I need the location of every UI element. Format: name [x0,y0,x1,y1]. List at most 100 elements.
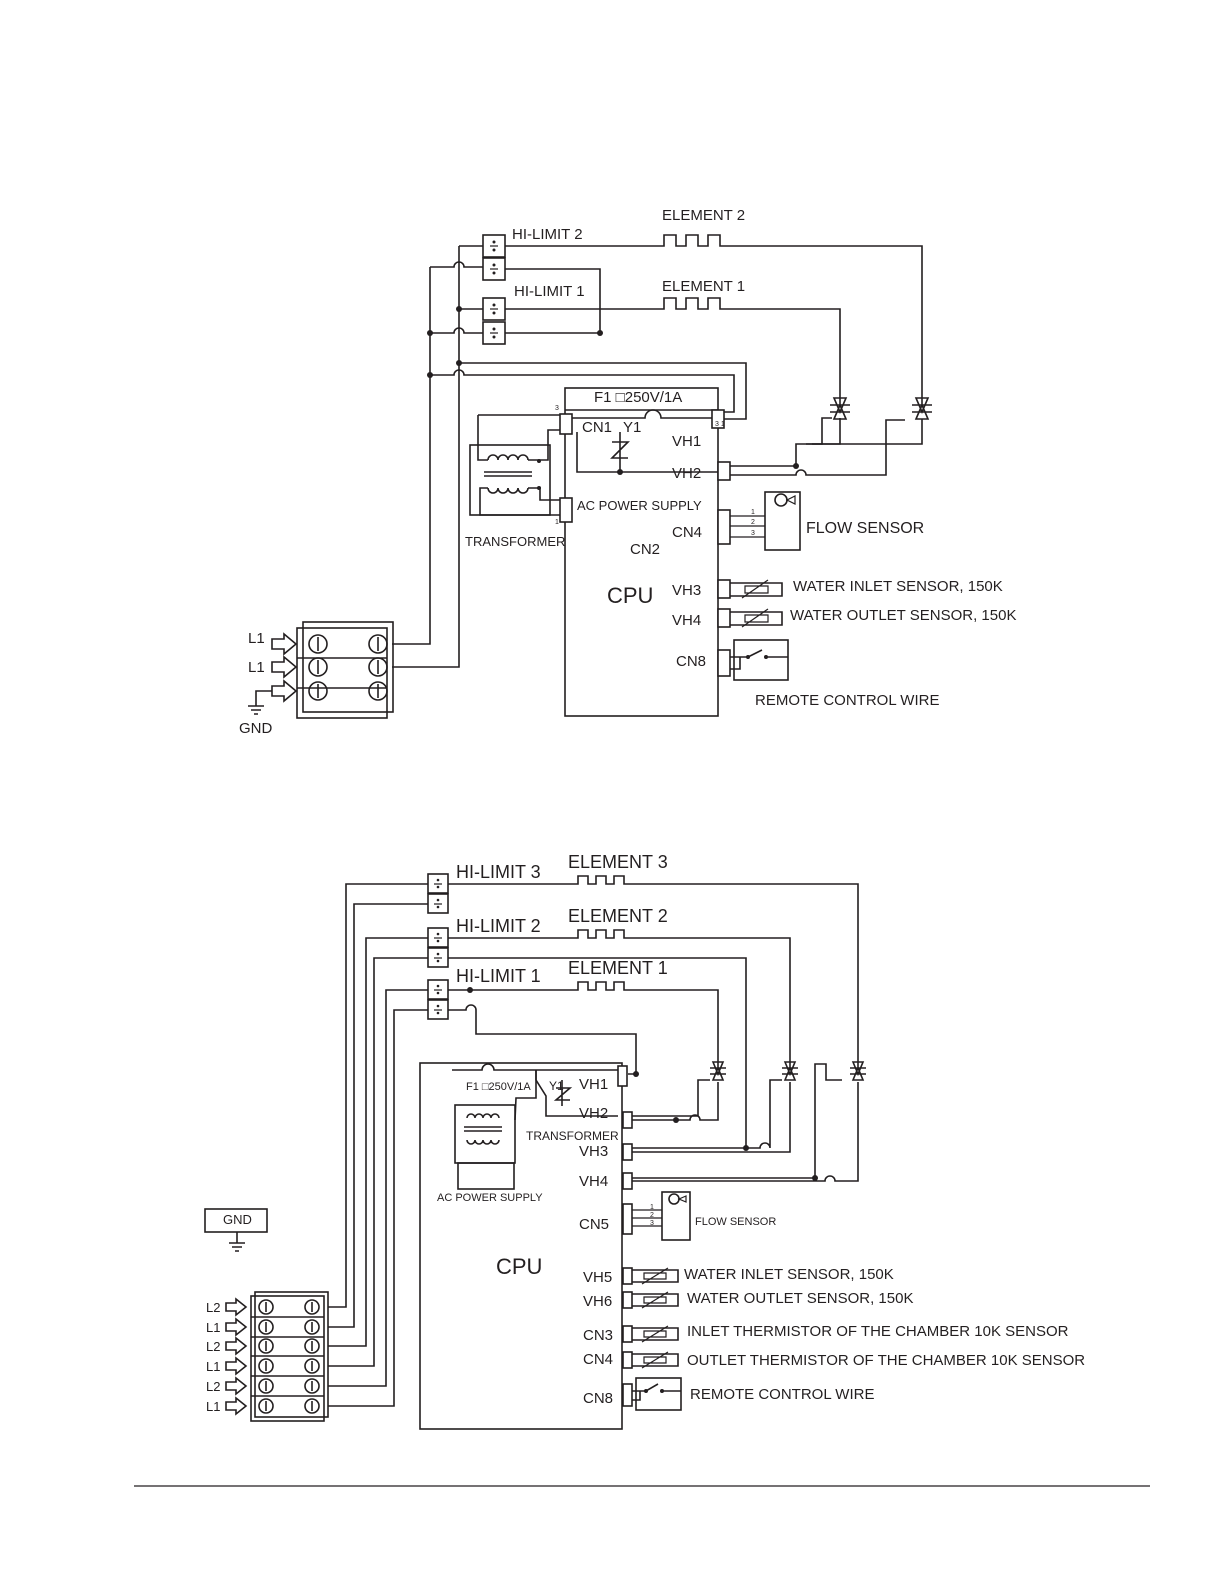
connector-top [711,409,725,429]
terminal-screw-2-2 [304,1319,320,1335]
cn5-label: CN5 [579,1216,609,1233]
inlet-thermistor-label: INLET THERMISTOR OF THE CHAMBER 10K SENS… [687,1323,1069,1340]
fuse-symbol [572,409,712,419]
terminal-label-4: L1 [206,1359,220,1374]
hi-limit-2-switch [427,927,449,968]
vh5-label: VH5 [583,1269,612,1286]
svg-text:3: 3 [751,530,755,537]
element-2-heater [448,929,791,1068]
fuse-label: F1 □250V/1A [594,389,682,406]
cn4-label: CN4 [672,524,702,541]
transformer-1 [469,414,560,516]
terminal-screw-3-2 [304,1338,320,1354]
svg-text:3 1: 3 1 [715,421,725,428]
flow-sensor [661,1191,691,1241]
cn1-connector [559,413,573,435]
triac-2 [782,1061,798,1081]
vh6-connector [622,1291,633,1309]
water-outlet-sensor-label: WATER OUTLET SENSOR, 150K [790,607,1016,624]
triac-1 [830,397,850,420]
terminal-arrow-2 [225,1317,248,1337]
element-1-heater [448,981,719,1068]
terminal-screw-6-2 [304,1398,320,1414]
cn8-label: CN8 [676,653,706,670]
svg-text:2: 2 [650,1212,654,1219]
terminal-screw-2-1 [258,1319,274,1335]
cn4-connector [717,509,731,545]
hi-limit-3-label: HI-LIMIT 3 [456,862,541,882]
remote-control-wire-label: REMOTE CONTROL WIRE [755,692,939,709]
outlet-thermistor-label: OUTLET THERMISTOR OF THE CHAMBER 10K SEN… [687,1352,1085,1369]
cn8-connector [717,649,731,677]
cn5-connector [622,1203,633,1235]
vh3-label: VH3 [579,1143,608,1160]
cn2-connector [559,497,573,523]
terminal-block-2 [250,1291,329,1422]
cn3-connector [622,1325,633,1343]
fuse-symbol [452,1063,618,1071]
terminal-screw-5-2 [304,1378,320,1394]
element-2-label: ELEMENT 2 [662,207,745,224]
element-1-heater [505,297,841,405]
vh2-label: VH2 [672,465,701,482]
y1-label: Y1 [549,1079,564,1093]
vh1-connector [617,1065,628,1087]
vh3-label: VH3 [672,582,701,599]
vh1-label: VH1 [579,1076,608,1093]
water-inlet-sensor-label: WATER INLET SENSOR, 150K [793,578,1003,595]
gnd-label-2: GND [223,1212,252,1227]
gnd-box [204,1208,268,1233]
element-2-label: ELEMENT 2 [568,906,668,926]
cpu-label: CPU [607,583,653,608]
transformer-label: TRANSFORMER [465,534,565,549]
terminal-label-5: L2 [206,1379,220,1394]
terminal-label-6: L1 [206,1399,220,1414]
svg-text:1: 1 [751,509,755,516]
terminal-l1-b: L1 [248,659,265,676]
vh4-label: VH4 [579,1173,608,1190]
svg-text:2: 2 [751,519,755,526]
remote-switch [733,639,789,681]
terminal-arrow-1 [225,1297,248,1317]
terminal-screw-4-1 [258,1358,274,1374]
terminal-arrow-5 [225,1376,248,1396]
remote-switch [635,1377,682,1411]
ac-power-supply-label: AC POWER SUPPLY [437,1192,543,1204]
vh4-connector [717,608,731,628]
vh4-label: VH4 [672,612,701,629]
triac-3 [850,1061,866,1081]
svg-text:1: 1 [650,1204,654,1211]
vh6-label: VH6 [583,1293,612,1310]
terminal-arrow-3 [225,1336,248,1356]
terminal-arrow-6 [225,1396,248,1416]
element-1-label: ELEMENT 1 [568,958,668,978]
cn4-label: CN4 [583,1351,613,1368]
flow-sensor-label: FLOW SENSOR [695,1216,776,1228]
diagram-1: HI-LIMIT 2 HI-LIMIT 1 ELEMENT 2 ELEMENT … [239,207,1016,737]
terminal-screw-6-1 [258,1398,274,1414]
vh1-label: VH1 [672,433,701,450]
element-2-heater [505,234,923,405]
terminal-l1-a: L1 [248,630,265,647]
triac-2 [912,397,932,420]
terminal-label-2: L1 [206,1320,220,1335]
terminal-screw-5-1 [258,1378,274,1394]
terminal-screw-3-1 [258,1338,274,1354]
vh2-connector [717,461,731,481]
svg-text:3: 3 [555,405,559,412]
cn4-connector [622,1351,633,1369]
cn8-connector [622,1383,633,1407]
diagram-2: HI-LIMIT 3 HI-LIMIT 2 HI-LIMIT 1 ELEMENT… [204,852,1085,1430]
svg-text:3: 3 [650,1220,654,1227]
ground-symbol [229,1232,245,1252]
gnd-label-1: GND [239,720,273,737]
terminal-label-3: L2 [206,1339,220,1354]
cn3-label: CN3 [583,1327,613,1344]
terminal-block-1 [248,621,394,719]
vh5-connector [622,1267,633,1285]
cpu-label: CPU [496,1254,542,1279]
hi-limit-1-label: HI-LIMIT 1 [514,283,585,300]
fuse-label: F1 □250V/1A [466,1081,531,1093]
